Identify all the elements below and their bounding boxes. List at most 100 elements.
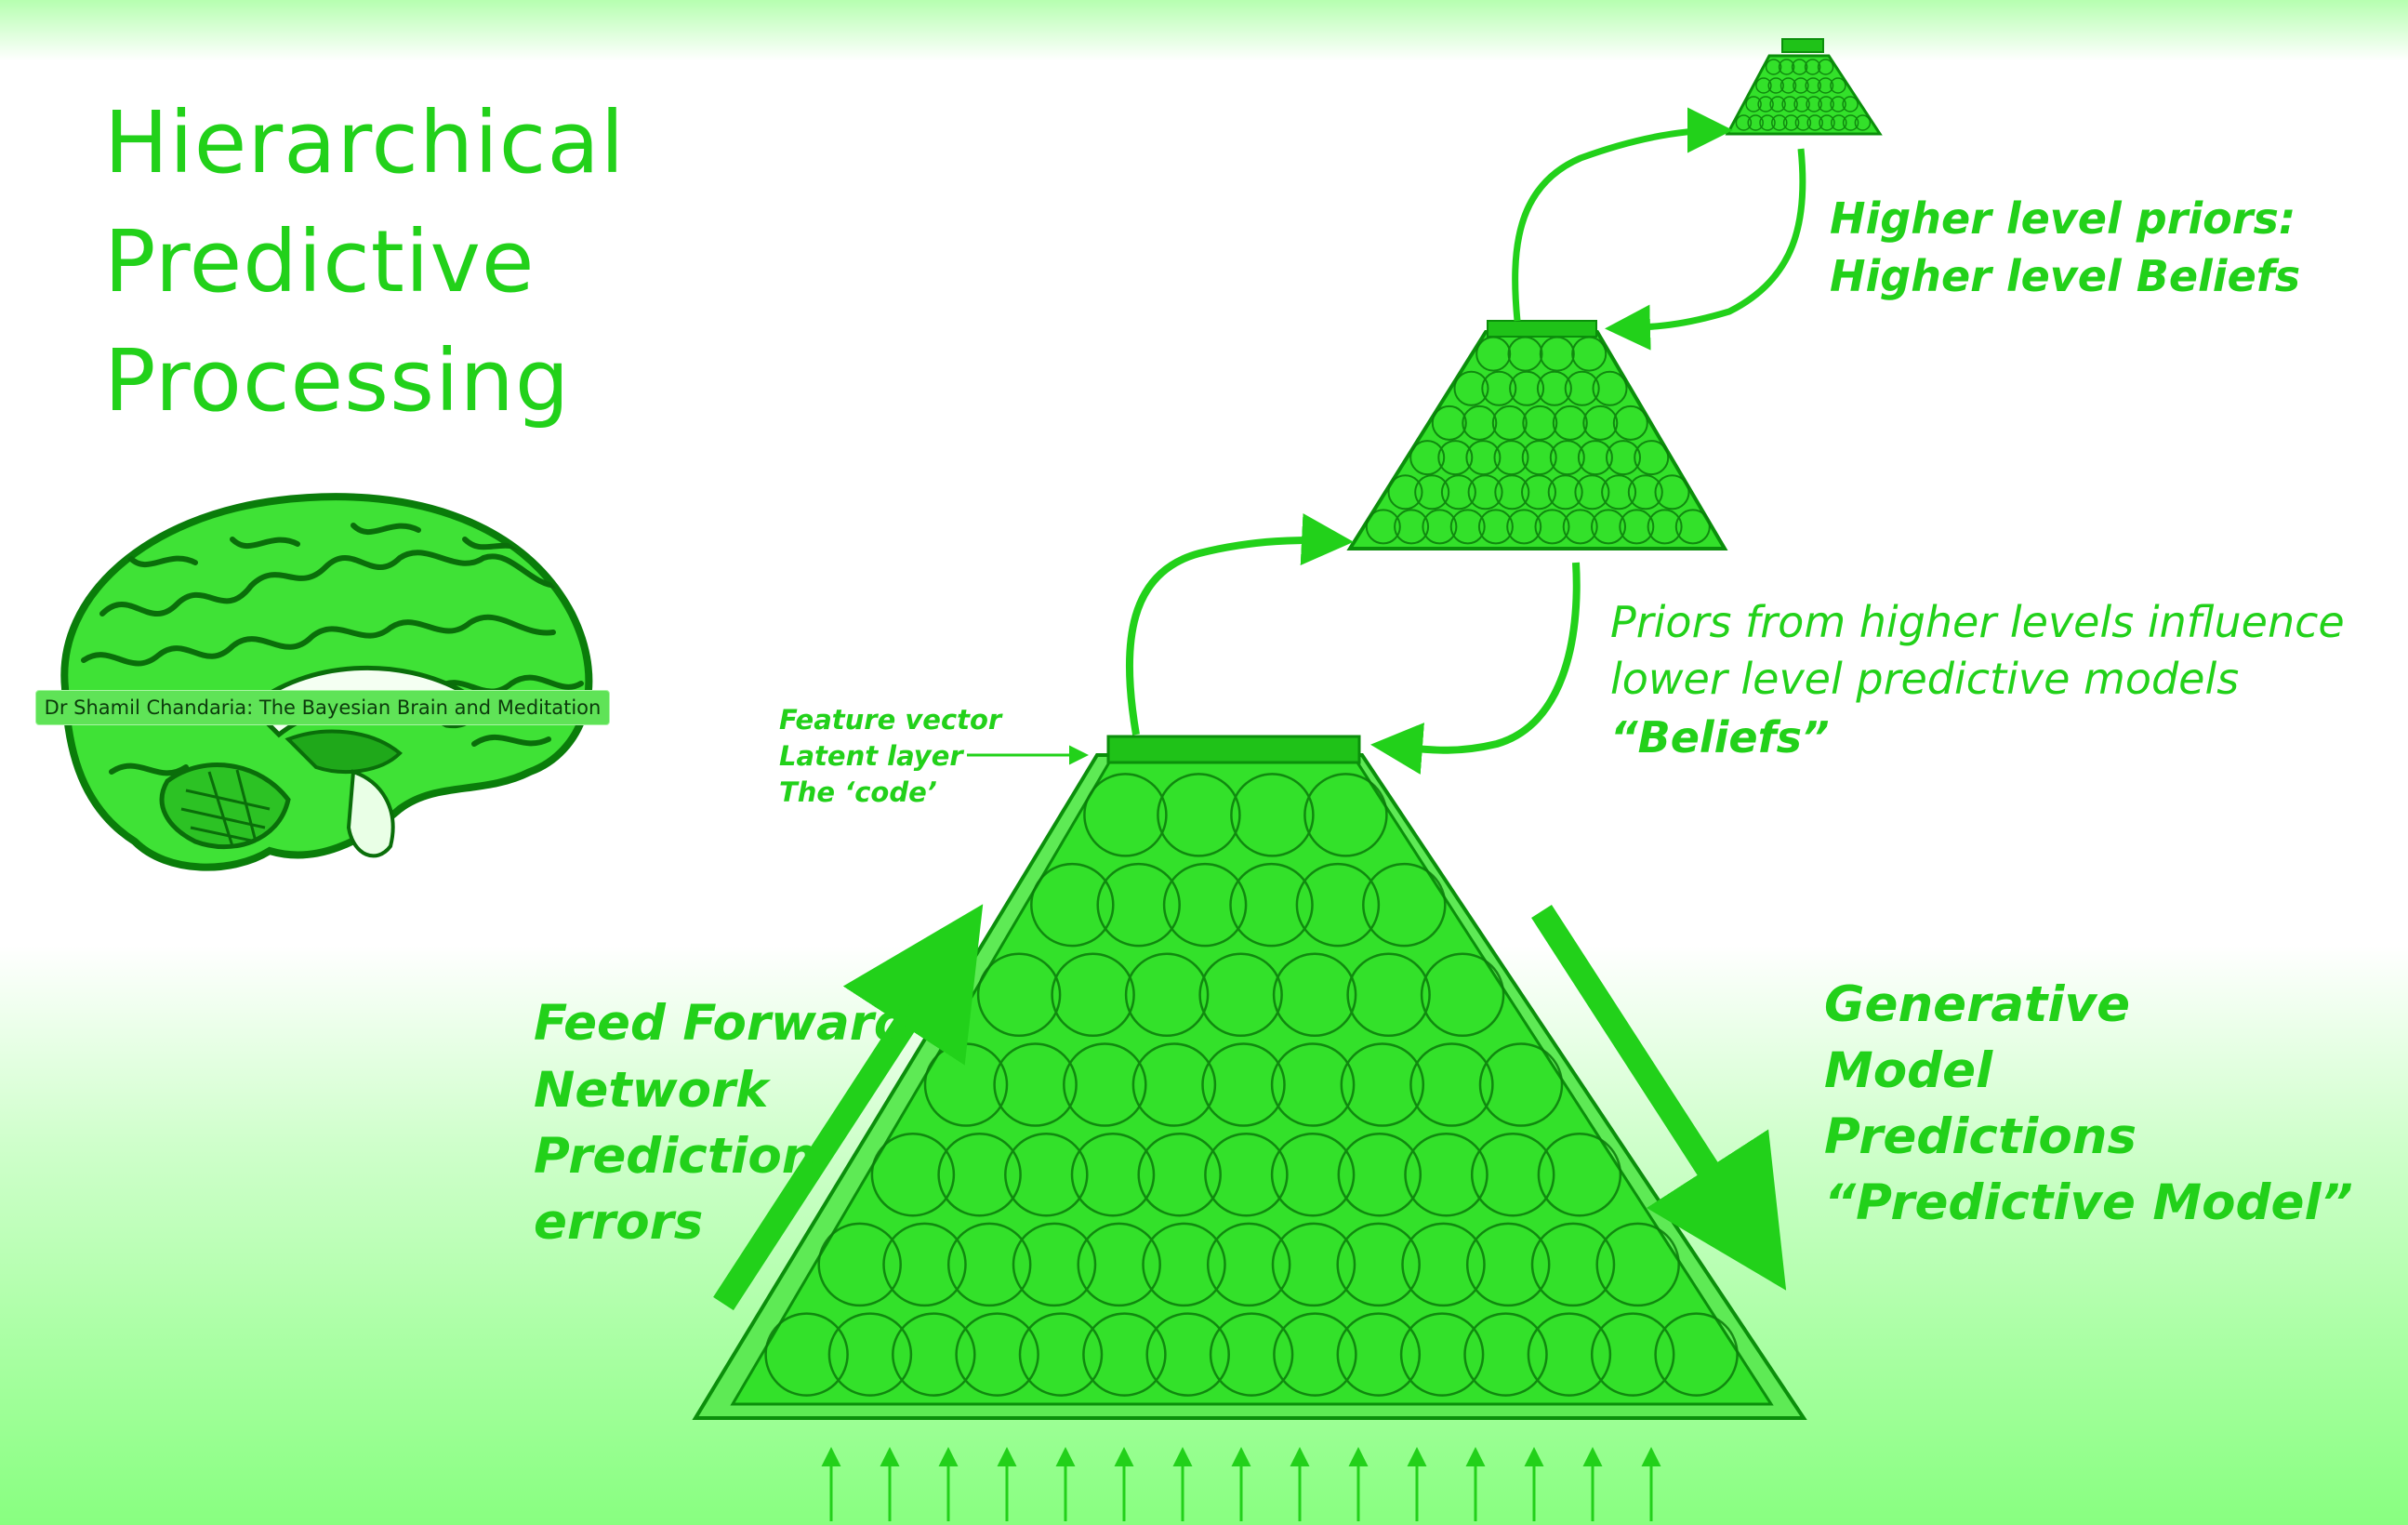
neuron-circle [1420,952,1505,1038]
neuron-circle [1387,474,1423,511]
neuron-circle [1780,77,1797,94]
pyramid-level-2 [1346,320,1728,550]
neuron-circle [1527,1312,1612,1397]
neuron-circle [817,1222,902,1307]
title-line-1: Hierarchical [104,93,626,192]
neuron-circle [1591,509,1626,545]
neuron-circle [892,1312,976,1397]
neuron-circle [1018,1312,1104,1397]
neuron-circle [1083,773,1168,857]
neuron-circle [1509,370,1545,406]
neuron-circle [1765,59,1782,75]
neuron-circle [1654,474,1690,511]
neuron-circle [1230,773,1315,857]
neuron-circle [1478,1042,1564,1127]
neuron-circle [1404,1132,1488,1217]
neuron-circle [1590,1312,1675,1397]
neuron-circle [1272,952,1357,1038]
neuron-circle [1340,1042,1425,1127]
neuron-circle [1229,862,1314,948]
neuron-circle [1830,96,1846,113]
up-arrow-icon [713,904,984,1311]
neuron-circle [1440,474,1476,511]
brain-icon [60,493,593,871]
neuron-circle [1336,1222,1421,1307]
neuron-circle [1142,1222,1226,1307]
pyramid-level-3 [1725,38,1883,136]
neuron-circle [1124,952,1210,1038]
neuron-circle [1409,440,1446,476]
neuron-circle [993,1042,1078,1127]
neuron-circle [1096,862,1181,948]
neuron-circle [1470,1132,1555,1217]
neuron-circle [1793,96,1810,113]
neuron-circle [1674,509,1711,545]
neuron-circle [1534,509,1570,545]
neuron-circle [1582,404,1619,441]
neuron-circle [1782,114,1800,131]
neuron-circle [1767,77,1784,94]
neuron-circle [1051,952,1135,1038]
neuron-circle [1781,96,1798,113]
generative-line-3: Predictions [1824,1108,2137,1165]
feed-forward-line-3: Prediction [534,1128,817,1185]
curved-arrow-icon [1370,562,1581,775]
neuron-circle [1601,474,1637,511]
neuron-circle [1271,1222,1356,1307]
neuron-circle [937,1132,1022,1217]
neuron-circle [955,1312,1039,1397]
neuron-circle [1201,1042,1286,1127]
neuron-circle [1747,114,1764,131]
neuron-circle [1530,1222,1616,1307]
neuron-circle [1273,1312,1357,1397]
neuron-circle [1157,773,1241,857]
neuron-circle [1854,114,1872,131]
priors-influence-line-3: “Beliefs” [1610,712,1830,762]
neuron-circle [1806,96,1822,113]
neuron-circle [1453,370,1489,406]
neuron-circle [1831,114,1847,131]
neuron-circle [1295,862,1381,948]
pyramid-level-1 [692,735,1807,1420]
feature-vector-line-3: The ‘code’ [779,776,937,808]
neuron-circle [1577,440,1613,476]
neuron-circle [1162,862,1248,948]
neuron-circle [1804,59,1821,75]
neuron-circle [1793,77,1809,94]
neuron-circle [1735,114,1753,131]
neuron-circle [1303,773,1388,857]
neuron-circle [1592,370,1628,406]
neuron-circle [1817,59,1834,75]
neuron-circle [1070,1132,1156,1217]
brain-caption: Dr Shamil Chandaria: The Bayesian Brain … [35,690,610,725]
neuron-circle [1612,404,1648,441]
neuron-circle [1409,1042,1494,1127]
neuron-circle [1771,114,1788,131]
neuron-circle [1365,509,1401,545]
neuron-circle [1401,1222,1486,1307]
neuron-circle [1564,370,1600,406]
neuron-circle [1462,404,1498,441]
neuron-circle [1477,509,1514,545]
neuron-circle [1549,440,1585,476]
neuron-circle [1137,1132,1222,1217]
curved-arrow-icon [1605,148,1806,351]
higher-priors-line-1: Higher level priors: [1830,193,2296,244]
neuron-circle [1522,404,1558,441]
neuron-circle [1206,1222,1291,1307]
neuron-circle [1619,509,1655,545]
down-arrow-icon [1531,904,1787,1291]
neuron-circle [1030,862,1115,948]
neuron-circle [1414,474,1450,511]
neuron-circle [1465,440,1502,476]
neuron-circle [1131,1042,1217,1127]
neuron-circle [1431,404,1467,441]
neuron-circle [1778,59,1795,75]
neuron-circle [1270,1132,1356,1217]
neuron-circle [1547,474,1583,511]
neuron-circle [1449,509,1486,545]
neuron-circle [1794,114,1812,131]
neuron-circle [1755,77,1772,94]
